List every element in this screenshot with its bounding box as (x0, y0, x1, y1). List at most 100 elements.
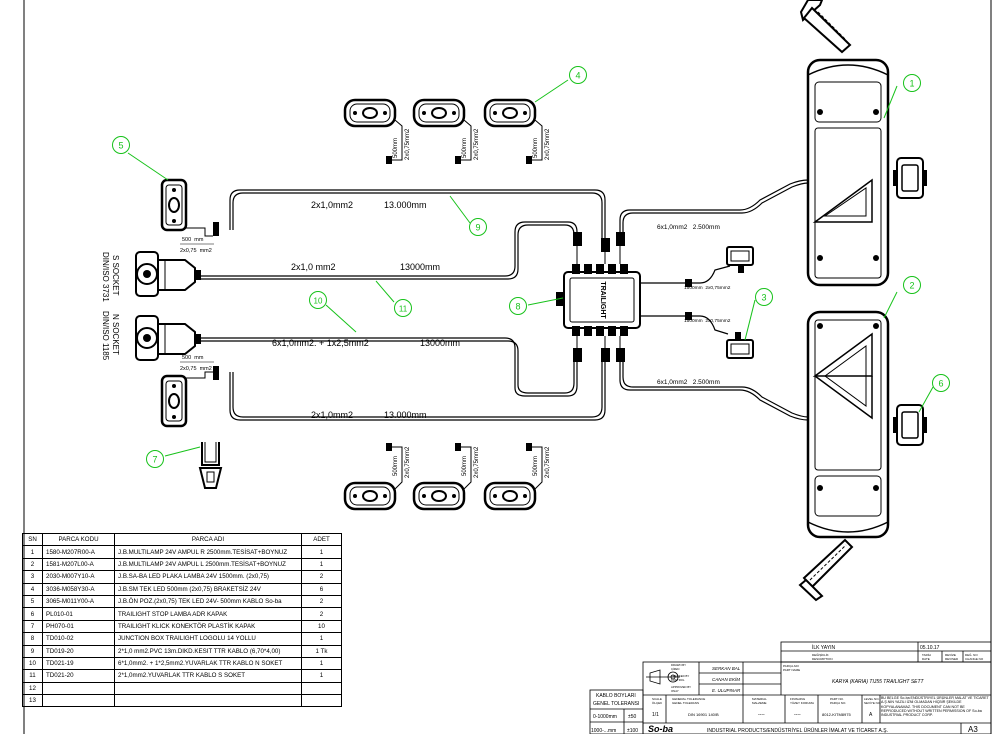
lower-lamp-cable: 6x1,0mm2 2.500mm (657, 379, 720, 386)
row-part-name: 2*1,0mm2.YUVARLAK TTR KABLO S SOKET (114, 669, 302, 683)
front-position-lamp-lower (160, 366, 219, 428)
part-no: 8012-KITM8975 (822, 712, 851, 717)
revised-header-en: REVISED (945, 657, 959, 661)
top-harness-size: 2x1,0mm2 (311, 200, 353, 210)
row-quantity (301, 694, 342, 708)
marker-size-label: 2x0,75mm2 (474, 128, 480, 160)
material: ---- (758, 712, 765, 718)
row-sn: 3 (22, 570, 43, 584)
row-quantity: 6 (301, 582, 342, 596)
tolerance-range-2: 1000-...mm (591, 728, 616, 734)
company-name: INDUSTRIAL PRODUCTS/ENDÜSTRİYEL ÜRÜNLER … (707, 727, 888, 734)
scale: 1/1 (652, 712, 659, 718)
header-quantity: ADET (301, 532, 342, 547)
row-part-code: 3036-M058Y30-A (42, 582, 115, 596)
marker-lamp (412, 481, 466, 511)
callouts: 1 2 3 4 5 6 7 8 9 10 11 (112, 66, 950, 468)
tolerance-title-1: KABLO BOYLARI (596, 693, 636, 699)
row-quantity: 1 (301, 656, 342, 671)
revision-date: 05.10.17 (920, 645, 940, 651)
row-part-code (42, 681, 115, 696)
drawn-by: SERKAN BAL (712, 666, 741, 671)
tolerance: DIN 16901 140/B (688, 712, 719, 717)
callout-3: 3 (761, 293, 766, 303)
title-block-text: İLK YAYIN 05.10.17 DEĞİŞİKLİK DESCRIPTIO… (591, 644, 989, 734)
header-part-code: PARCA KODU (42, 532, 115, 547)
checked-by-label-en: CHECKED BY (671, 674, 689, 678)
s-socket-label-1: S SOCKET (111, 255, 120, 296)
row-part-name: TRAILIGHT STOP LAMBA ADR KAPAK (114, 607, 302, 621)
marker-lamps-top (343, 98, 543, 164)
row-quantity: 1 (301, 545, 342, 559)
marker-len-label: 500mm (393, 456, 399, 476)
change-header: DEĞ. NO (965, 652, 978, 657)
sheet-size: A3 (968, 725, 978, 734)
junction-box: TRAILIGHT (556, 264, 641, 336)
date-header-en: DATE (922, 657, 930, 661)
s-socket-label-2: DIN/ISO 3731 (101, 252, 110, 302)
marker-len-label: 500mm (533, 138, 539, 158)
header-sn: SN (22, 532, 43, 547)
row-part-name: JUNCTION BOX TRAILIGHT LOGOLU 14 YOLLU (114, 632, 302, 646)
tolerance-label: GENEL TOLERANS (672, 701, 699, 705)
revision-label: İLK YAYIN (812, 644, 835, 651)
level-label: SEVİYE NO. (864, 700, 881, 705)
material-label: MALZEME (752, 701, 767, 705)
front-position-lamp-upper (160, 178, 219, 237)
marker-size-label: 2x0,75mm2 (545, 446, 551, 478)
row-quantity: 10 (301, 619, 342, 634)
row-sn: 12 (22, 681, 43, 696)
marker-len-label: 500mm (462, 138, 468, 158)
marker-lamp (483, 481, 537, 511)
row-part-code: TD010-02 (42, 632, 115, 646)
row-part-name: 2*1,0 mm2.PVC 13m.DIKD.KESIT TTR KABLO (… (114, 644, 302, 658)
finishing-label: YÜZEY KORUMA (790, 701, 814, 705)
row-part-name: J.B.MULTILAMP 24V AMPUL L 2500mm.TESİSAT… (114, 557, 302, 572)
marker-lamp (343, 98, 397, 128)
parts-table-header: SN PARCA KODU PARCA ADI ADET (22, 532, 342, 547)
row-part-code: PH070-01 (42, 619, 115, 634)
drawn-by-label: ÇİZEN (671, 666, 679, 671)
callout-11: 11 (399, 305, 408, 314)
part-no-label-en: PART NO. (830, 697, 844, 701)
top-harness-length: 13.000mm (384, 200, 427, 210)
row-sn: 2 (22, 557, 43, 572)
copyright-notice: BU BELGE So-ba ENDÜSTRİYEL ÜRÜNLER MALAT… (881, 696, 989, 718)
marker-lamp (343, 481, 397, 511)
s-cable-length: 13000mm (400, 262, 440, 272)
callout-10: 10 (314, 297, 323, 306)
date-header: TARİH (922, 652, 931, 657)
marker-size-label: 2x0,75mm2 (405, 446, 411, 478)
callout-5: 5 (118, 141, 123, 151)
plate-lamp-lower (685, 312, 754, 359)
cable-labels: 2x1,0mm2 13.000mm 2x1,0 mm2 13000mm 6x1,… (180, 200, 731, 420)
material-label-en: MATERIAL (752, 697, 767, 701)
checked-by: CANAN EKİM (712, 676, 740, 682)
row-sn: 11 (22, 669, 43, 683)
row-part-code: 2030-M007Y10-A (42, 570, 115, 584)
connector-pair-top (573, 232, 625, 264)
marker-lamp (412, 98, 466, 128)
row-sn: 7 (22, 619, 43, 634)
revised-header: REVİZE (945, 652, 956, 657)
led-upper-cable: 1500mm 2x0,75mm2 (684, 285, 731, 291)
tolerance-value-2: ±100 (627, 728, 638, 734)
led-lower-cable: 1500mm 2x0,75mm2 (684, 318, 731, 324)
marker-size-label: 2x0,75mm2 (405, 128, 411, 160)
row-sn: 9 (22, 644, 43, 658)
s-socket (135, 251, 201, 297)
approved-by: E. ULUPINAR (712, 688, 741, 693)
row-quantity: 1 (301, 632, 342, 646)
plate-size-bottom: 2x0,75 mm2 (180, 366, 212, 372)
row-sn: 13 (22, 694, 43, 708)
callout-1: 1 (909, 79, 914, 89)
row-part-name: 6*1,0mm2. + 1*2,5mm2.YUVARLAK TTR KABLO … (114, 656, 302, 671)
level-label-en: LEVEL NO. (864, 697, 880, 701)
